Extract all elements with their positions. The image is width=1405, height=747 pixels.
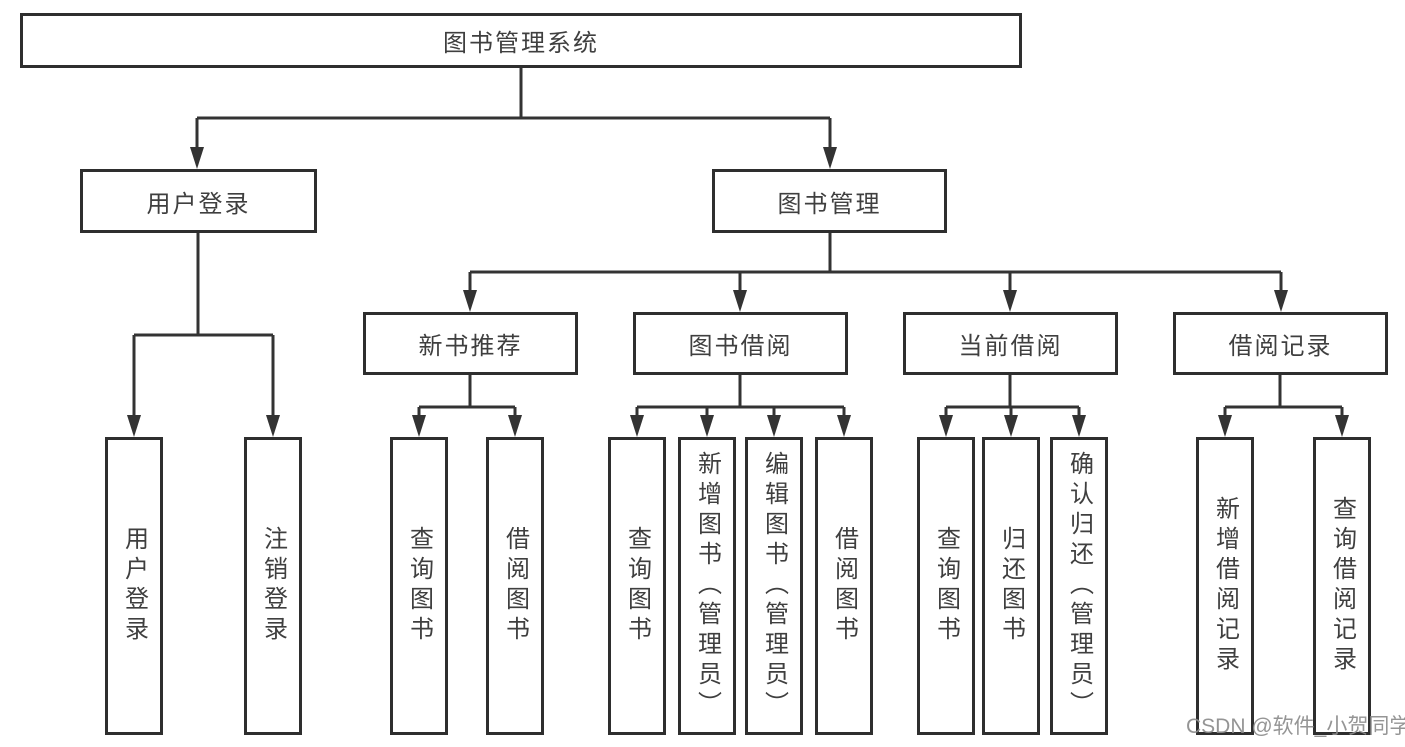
leaf-label: 查询图书 xyxy=(932,526,960,646)
leaf-label: 归还图书 xyxy=(997,526,1025,646)
leaf-label: 借阅图书 xyxy=(830,526,858,646)
node-label: 当前借阅 xyxy=(958,333,1063,360)
watermark-text: CSDN @软件_小贺同学 xyxy=(1186,715,1405,738)
arrowheads xyxy=(127,147,1349,437)
leaf-current-return-books: 归还图书 xyxy=(982,437,1040,735)
leaf-borrowing-add-books-admin: 新增图书（管理员） xyxy=(678,437,736,735)
node-label: 图书借阅 xyxy=(688,333,793,360)
leaf-current-confirm-return-admin: 确认归还（管理员） xyxy=(1050,437,1108,735)
leaf-label: 确认归还（管理员） xyxy=(1065,451,1093,721)
leaf-logout: 注销登录 xyxy=(244,437,302,735)
leaf-label: 注销登录 xyxy=(259,526,287,646)
leaf-user-login: 用户登录 xyxy=(105,437,163,735)
leaf-label: 新增借阅记录 xyxy=(1211,496,1239,676)
node-book-borrowing: 图书借阅 xyxy=(633,312,848,375)
leaf-borrowing-edit-books-admin: 编辑图书（管理员） xyxy=(745,437,803,735)
leaf-label: 查询图书 xyxy=(405,526,433,646)
leaf-label: 查询图书 xyxy=(623,526,651,646)
leaf-current-query-books: 查询图书 xyxy=(917,437,975,735)
node-book-management: 图书管理 xyxy=(712,169,947,233)
node-label: 借阅记录 xyxy=(1228,333,1333,360)
node-current-borrowing: 当前借阅 xyxy=(903,312,1118,375)
leaf-recommend-borrow-books: 借阅图书 xyxy=(486,437,544,735)
node-label: 图书管理系统 xyxy=(443,30,599,57)
leaf-records-query-record: 查询借阅记录 xyxy=(1313,437,1371,735)
leaf-records-add-record: 新增借阅记录 xyxy=(1196,437,1254,735)
leaf-label: 用户登录 xyxy=(120,526,148,646)
node-library-management-system: 图书管理系统 xyxy=(20,13,1022,68)
leaf-recommend-query-books: 查询图书 xyxy=(390,437,448,735)
node-new-book-recommend: 新书推荐 xyxy=(363,312,578,375)
node-label: 新书推荐 xyxy=(418,333,523,360)
leaf-borrowing-query-books: 查询图书 xyxy=(608,437,666,735)
leaf-borrowing-borrow-books: 借阅图书 xyxy=(815,437,873,735)
node-borrowing-records: 借阅记录 xyxy=(1173,312,1388,375)
leaf-label: 借阅图书 xyxy=(501,526,529,646)
leaf-label: 新增图书（管理员） xyxy=(693,451,721,721)
node-user-login: 用户登录 xyxy=(80,169,317,233)
leaf-label: 查询借阅记录 xyxy=(1328,496,1356,676)
leaf-label: 编辑图书（管理员） xyxy=(760,451,788,721)
node-label: 图书管理 xyxy=(777,190,882,218)
node-label: 用户登录 xyxy=(146,190,251,218)
